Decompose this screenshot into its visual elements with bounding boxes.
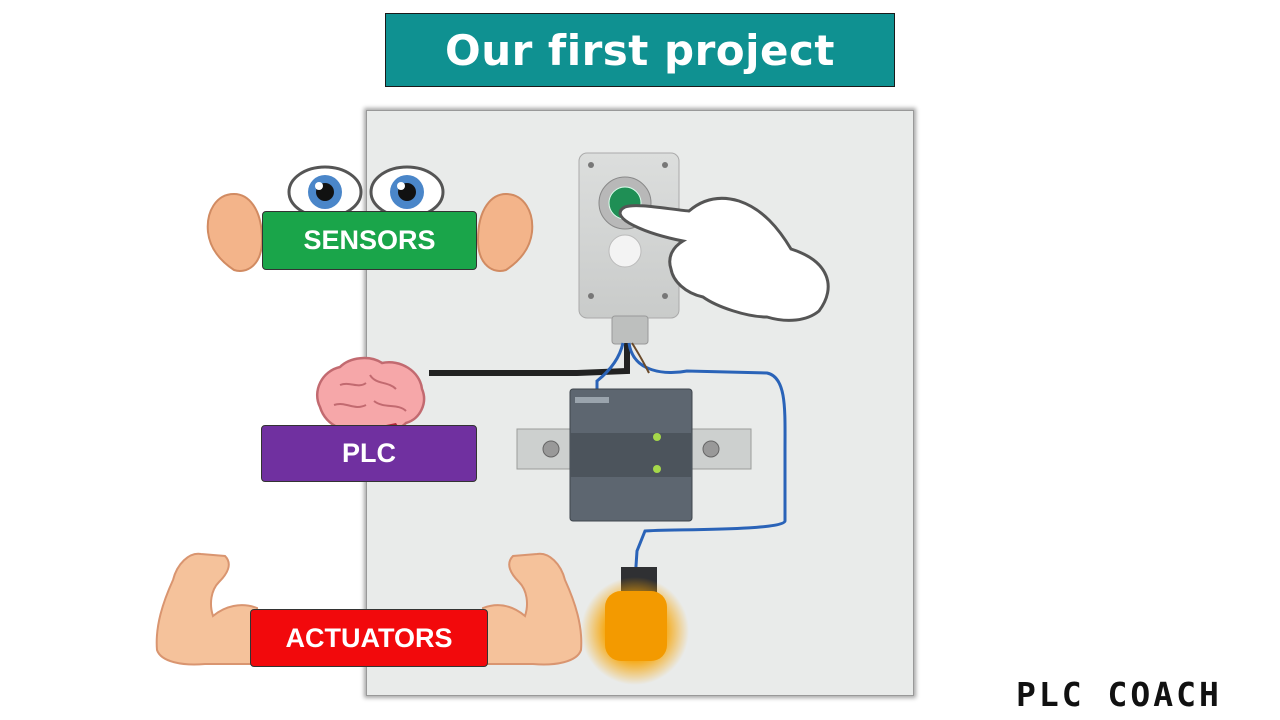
plc-module <box>569 388 693 522</box>
sensors-label: SENSORS <box>262 211 477 270</box>
board-illustration <box>429 152 830 685</box>
eyes-icon <box>287 165 445 219</box>
wiring <box>429 342 787 582</box>
plc-coach-logo: PLC COACH <box>1016 674 1271 714</box>
title-banner: Our first project <box>385 13 895 87</box>
ear-icon <box>206 192 534 272</box>
push-button-box <box>578 152 680 345</box>
sensors-icons <box>206 165 534 272</box>
project-photo <box>366 110 914 696</box>
page-title: Our first project <box>444 25 835 75</box>
pointing-hand-icon <box>618 196 830 322</box>
flexed-bicep-icon <box>155 552 583 666</box>
logo-text: PLC COACH <box>1016 674 1222 714</box>
actuators-label: ACTUATORS <box>250 609 488 667</box>
signal-lamp <box>581 567 689 685</box>
plc-label: PLC <box>261 425 477 482</box>
